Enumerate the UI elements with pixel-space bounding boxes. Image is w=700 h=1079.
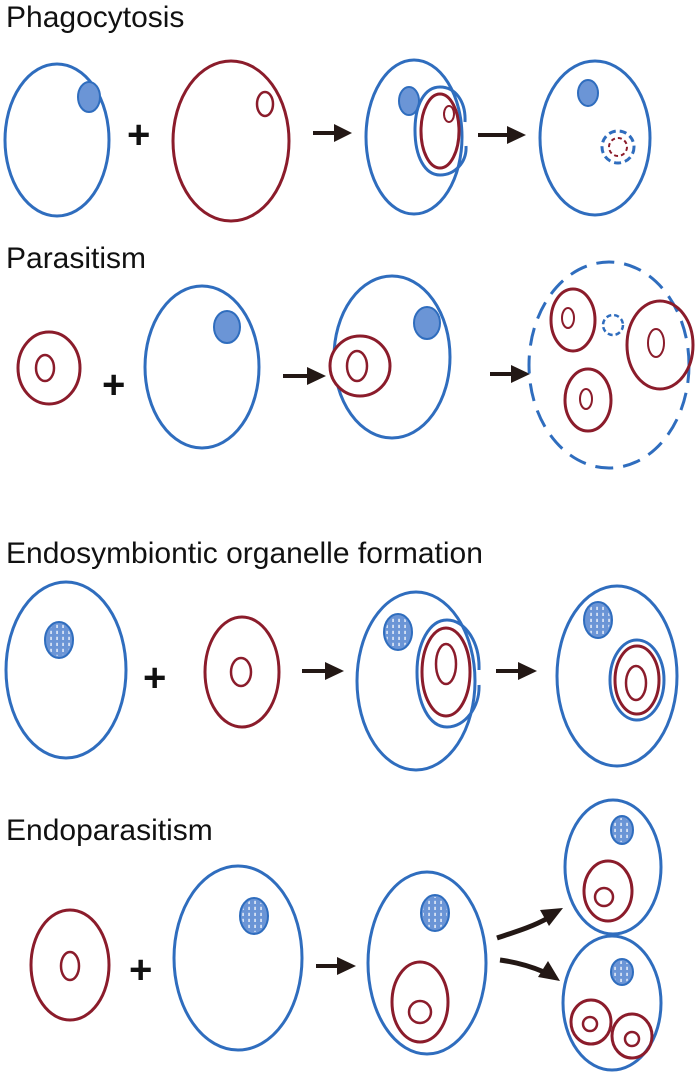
daughter-host-cell [561,934,663,1072]
parasite-cell [29,908,111,1022]
right-arrow-icon [316,957,356,975]
organelle [613,644,661,716]
nucleus [577,79,599,107]
section-title-endoparasitism: Endoparasitism [6,814,213,847]
right-arrow-icon [496,662,537,680]
released-parasite [549,287,597,353]
prey-nucleus [255,90,275,118]
nucleus [77,81,101,113]
endoparasite [390,960,450,1044]
plus-sign: + [129,948,152,992]
right-arrow-icon [313,124,352,142]
plus-sign: + [102,363,125,407]
phagocytosis-section: Phagocytosis + [3,1,652,223]
digesting-host-cell [538,59,652,217]
daughter-host-cell [563,798,663,936]
symbiont-cell [203,615,281,729]
endosymbiosis-section: Endosymbiontic organelle formation + [4,537,679,772]
organelle-outer-membrane [608,638,666,722]
host-cell [143,284,261,450]
parasite-cell [16,330,82,406]
section-title-phagocytosis: Phagocytosis [6,1,184,34]
nucleus [213,310,241,344]
curved-arrow-icon [496,908,563,941]
right-arrow-icon [302,662,344,680]
engulfing-host-cell [364,58,468,216]
host-cell-with-organelle [555,584,679,768]
plus-sign: + [127,113,150,157]
released-parasite [563,367,613,433]
host-cell [3,62,111,218]
parasitism-section: Parasitism + [6,242,695,470]
plus-sign: + [143,656,166,700]
nucleus [413,306,441,340]
curved-arrow-icon [499,957,560,981]
lysed-host-cell [527,260,695,470]
engulfed-symbiont [420,626,472,718]
endoparasite [569,998,613,1046]
engulfed-cell [419,92,461,170]
endoparasitism-section: Endoparasitism + [6,798,663,1072]
host-cell [4,580,128,760]
right-arrow-icon [490,365,530,383]
right-arrow-icon [478,126,526,144]
section-title-endosymbiosis: Endosymbiontic organelle formation [6,537,483,570]
infected-host-cell [366,870,488,1056]
host-cell [172,864,304,1052]
prey-cell [171,59,291,223]
digestive-vacuole [600,129,636,165]
released-parasite [625,299,695,391]
endoparasite [582,859,634,923]
right-arrow-icon [283,367,326,385]
engulfing-host-cell [355,590,481,772]
endoparasite [610,1012,654,1060]
invaded-host-cell [328,274,452,440]
section-title-parasitism: Parasitism [6,242,146,275]
